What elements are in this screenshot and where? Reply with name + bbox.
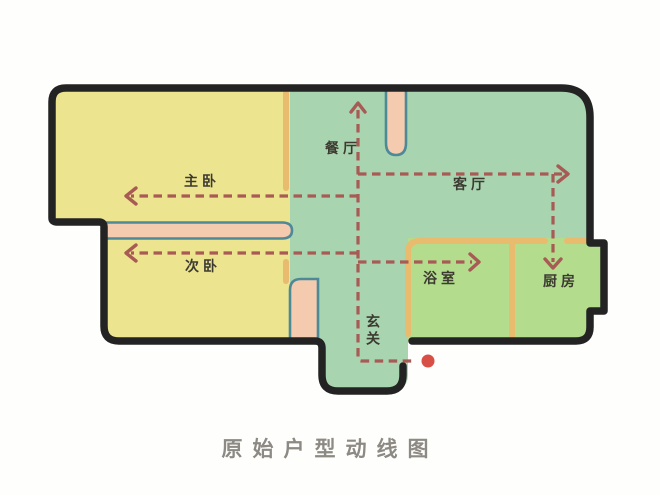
interior-walls	[283, 90, 589, 340]
door-second-bedroom	[288, 277, 320, 342]
door-top-dining	[384, 90, 408, 157]
flow-lines	[131, 110, 562, 363]
outer-wall	[48, 84, 608, 395]
arrow-right-living-icon	[556, 164, 570, 184]
label-bathroom: 浴室	[423, 272, 459, 287]
arrow-down-kitchen-icon	[543, 257, 563, 270]
room-bedrooms-area	[52, 88, 290, 341]
arrow-up-dining-icon	[349, 101, 367, 114]
label-master-bedroom: 主卧	[184, 175, 220, 190]
label-kitchen: 厨房	[543, 275, 579, 290]
arrow-left-second-icon	[124, 243, 138, 263]
label-entry-hall: 玄关	[364, 314, 379, 348]
door-bedroom-divider	[106, 221, 294, 240]
label-living-room: 客厅	[453, 178, 489, 193]
label-second-bedroom: 次卧	[185, 260, 221, 275]
arrow-right-bathroom-icon	[468, 252, 481, 272]
wall-bathroom-left-top	[405, 238, 548, 337]
arrow-left-master-icon	[124, 186, 138, 206]
room-living-hall-area	[290, 88, 590, 391]
flow-main-vertical	[356, 110, 414, 363]
flow-arrowheads	[124, 101, 570, 272]
page-title: 原始户型动线图	[221, 438, 439, 461]
entry-point-dot-icon	[421, 354, 435, 368]
doors	[106, 90, 408, 342]
label-dining-room: 餐厅	[325, 142, 361, 157]
